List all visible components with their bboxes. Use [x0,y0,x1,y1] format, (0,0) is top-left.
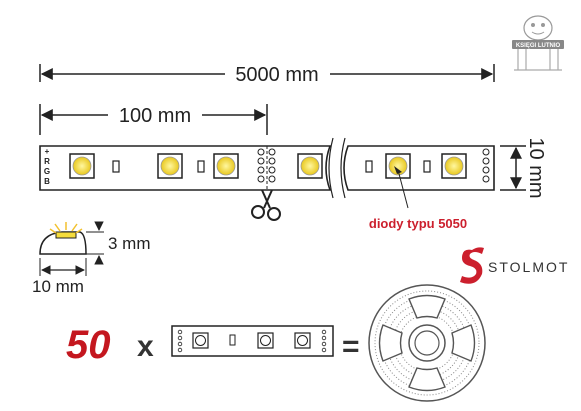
led-5050 [69,153,95,179]
multiply-sign: x [137,330,154,363]
resistor [365,160,373,173]
segment-count: 50 [66,323,111,367]
led-type-label: diody typu 5050 [369,216,467,231]
resistor [112,160,120,173]
resistor [197,160,205,173]
led-5050 [385,153,411,179]
led-chip [55,231,77,239]
profile-height-label: 3 mm [108,234,151,253]
led-reel-icon [368,284,486,402]
equals-sign: = [342,330,360,363]
total-length-label: 5000 mm [235,64,318,86]
segment-length-dimension: 100 mm [39,104,268,135]
logo-text: KSIĘGI LUTNIO [516,43,561,49]
pcb-label-b: B [44,177,50,186]
solder-pads [482,148,490,183]
led-5050 [213,153,239,179]
strip-width-dimension: 10 mm [500,137,547,199]
brand-s-icon [460,247,484,284]
pcb-label-r: R [44,157,50,166]
mini-strip-segment [171,325,334,357]
resistor [423,160,431,173]
scissors-icon [251,189,281,221]
profile-width-label: 10 mm [32,277,84,296]
strip-width-label: 10 mm [525,137,547,198]
watermark-logo: KSIĘGI LUTNIO [512,15,564,71]
led-5050 [157,153,183,179]
equation-row: 50 x = [66,284,486,402]
profile-cross-section: 3 mm 10 mm [32,221,151,296]
pcb-label-g: G [44,167,50,176]
light-rays-icon [49,222,83,234]
led-strip: + R G B [39,137,495,199]
total-length-dimension: 5000 mm [39,64,495,86]
pcb-label-plus: + [45,147,50,156]
logo-face-icon [523,15,553,41]
led-type-callout: diody typu 5050 [369,166,467,231]
brand-logo: STOLMOT [460,247,569,284]
logo-stand-icon [514,49,562,71]
brand-name: STOLMOT [488,259,569,275]
segment-length-label: 100 mm [119,105,191,127]
led-5050 [441,153,467,179]
led-5050 [297,153,323,179]
logo-banner [512,40,564,49]
solder-pads [257,148,276,183]
